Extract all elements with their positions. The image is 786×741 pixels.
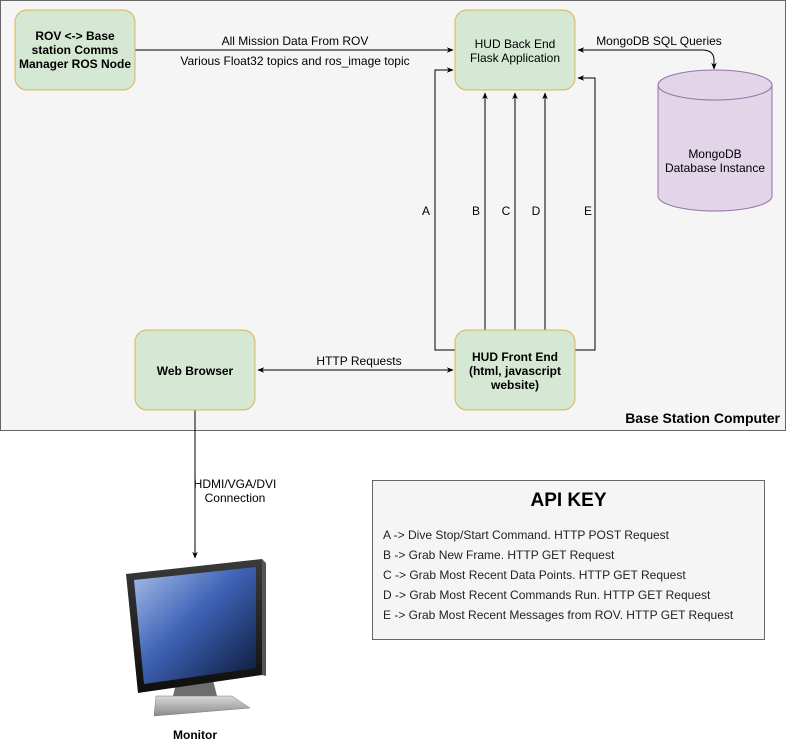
monitor-side bbox=[262, 559, 266, 676]
api-key-item-d: D -> Grab Most Recent Commands Run. HTTP… bbox=[383, 588, 711, 602]
monitor-label: Monitor bbox=[173, 728, 217, 741]
mongodb-line-2: Database Instance bbox=[665, 161, 765, 175]
api-key-panel: API KEY A -> Dive Stop/Start Command. HT… bbox=[372, 480, 765, 640]
api-key-list: A -> Dive Stop/Start Command. HTTP POST … bbox=[383, 525, 733, 625]
hud-front-end-line-2: (html, javascript bbox=[469, 364, 561, 378]
mongodb-line-1: MongoDB bbox=[688, 147, 741, 161]
rov-comms-line-3: Manager ROS Node bbox=[19, 57, 131, 71]
edge-label-mongodb-bg bbox=[589, 34, 731, 48]
monitor-icon: Monitor bbox=[126, 559, 266, 741]
edge-label-d: D bbox=[532, 204, 541, 218]
rov-comms-box bbox=[14, 9, 136, 91]
api-key-item-c: C -> Grab Most Recent Data Points. HTTP … bbox=[383, 568, 686, 582]
hud-front-end-box bbox=[454, 329, 576, 411]
edge-label-b: B bbox=[472, 204, 480, 218]
api-key-title: API KEY bbox=[530, 490, 607, 511]
node-mongodb: MongoDB Database Instance bbox=[657, 69, 773, 212]
edge-label-a: A bbox=[422, 204, 430, 218]
edge-back-end-mongodb bbox=[577, 47, 717, 70]
mongodb-cylinder-top bbox=[657, 69, 773, 101]
rov-comms-line-2: station Comms bbox=[32, 43, 119, 57]
edge-label-rov-bottom: Various Float32 topics and ros_image top… bbox=[180, 54, 409, 68]
hud-front-end-line-1: HUD Front End bbox=[472, 350, 558, 364]
edge-label-rov-top: All Mission Data From ROV bbox=[222, 34, 369, 48]
api-key-item-a: A -> Dive Stop/Start Command. HTTP POST … bbox=[383, 528, 670, 542]
hud-back-end-line-1: HUD Back End bbox=[475, 37, 556, 51]
hud-back-end-line-2: Flask Application bbox=[470, 51, 560, 65]
web-browser-label: Web Browser bbox=[157, 364, 234, 378]
edge-label-mongodb: MongoDB SQL Queries bbox=[596, 34, 722, 48]
edge-label-c: C bbox=[502, 204, 511, 218]
edge-label-connection: Connection bbox=[205, 491, 266, 505]
web-browser-box bbox=[134, 329, 256, 411]
edge-label-hdmi: HDMI/VGA/DVI bbox=[194, 477, 277, 491]
edges bbox=[135, 47, 717, 559]
edge-api-a bbox=[434, 67, 455, 351]
edge-label-http-requests: HTTP Requests bbox=[316, 354, 401, 368]
node-rov-comms: ROV <-> Base station Comms Manager ROS N… bbox=[14, 9, 136, 91]
mongodb-cylinder-body bbox=[657, 85, 773, 212]
hud-front-end-line-3: website) bbox=[490, 378, 539, 392]
rov-comms-line-1: ROV <-> Base bbox=[35, 29, 115, 43]
node-hud-back-end: HUD Back End Flask Application bbox=[454, 9, 576, 91]
api-key-item-e: E -> Grab Most Recent Messages from ROV.… bbox=[383, 608, 734, 622]
edge-label-e: E bbox=[584, 204, 592, 218]
edge-labels: All Mission Data From ROV Various Float3… bbox=[180, 34, 731, 505]
node-hud-front-end: HUD Front End (html, javascript website) bbox=[454, 329, 576, 411]
monitor-base bbox=[153, 695, 251, 717]
edge-api-e bbox=[575, 75, 596, 351]
base-station-label: Base Station Computer bbox=[625, 410, 780, 426]
hud-back-end-box bbox=[454, 9, 576, 91]
api-key-item-b: B -> Grab New Frame. HTTP GET Request bbox=[383, 548, 615, 562]
node-web-browser: Web Browser bbox=[134, 329, 256, 411]
monitor-screen bbox=[134, 567, 256, 684]
